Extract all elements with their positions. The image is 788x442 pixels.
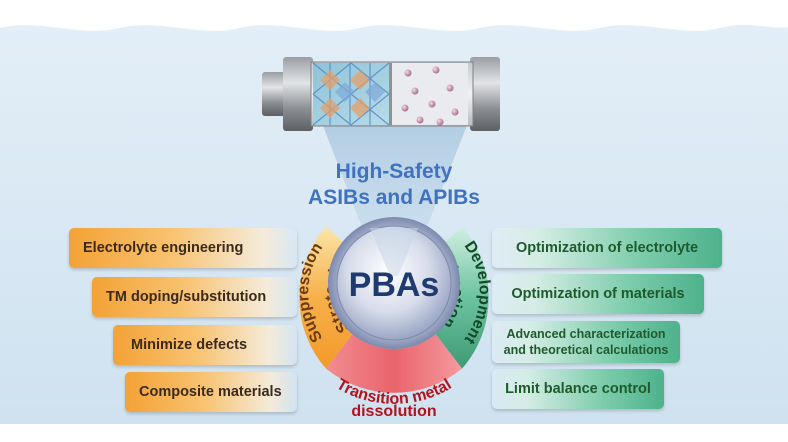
battery-beam <box>322 123 468 290</box>
center-label: PBAs <box>349 266 440 304</box>
right-item-optimization-materials: Optimization of materials <box>492 274 704 314</box>
left-item-composite-materials: Composite materials <box>125 372 297 412</box>
right-item-label-line1: Advanced characterization <box>506 326 666 341</box>
right-item-optimization-electrolyte: Optimization of electrolyte <box>492 228 722 268</box>
right-item-advanced-characterization: Advanced characterization and theoretica… <box>492 321 680 363</box>
right-item-limit-balance-control: Limit balance control <box>492 369 664 409</box>
dissolution-label-line2: dissolution <box>351 403 436 420</box>
device-title-line1: High-Safety <box>336 160 453 183</box>
left-item-electrolyte-engineering: Electrolyte engineering <box>69 228 297 268</box>
left-item-label: Composite materials <box>139 384 282 400</box>
battery-icon <box>262 57 500 131</box>
right-item-label: Optimization of materials <box>511 285 685 302</box>
left-item-minimize-defects: Minimize defects <box>113 325 297 365</box>
left-item-label: Electrolyte engineering <box>83 240 244 256</box>
left-item-label: TM doping/substitution <box>106 289 267 305</box>
right-item-label: Optimization of electrolyte <box>515 239 699 256</box>
right-item-label-line2: and theoretical calculations <box>503 342 669 357</box>
transition-metal-dissolution-arc <box>325 334 463 393</box>
center-beam-overlay <box>370 228 418 276</box>
center-disc <box>336 225 452 341</box>
right-item-label: Limit balance control <box>505 380 651 397</box>
left-item-label: Minimize defects <box>131 337 248 353</box>
device-title-line2: ASIBs and APIBs <box>308 186 480 209</box>
left-item-tm-doping: TM doping/substitution <box>92 277 297 317</box>
